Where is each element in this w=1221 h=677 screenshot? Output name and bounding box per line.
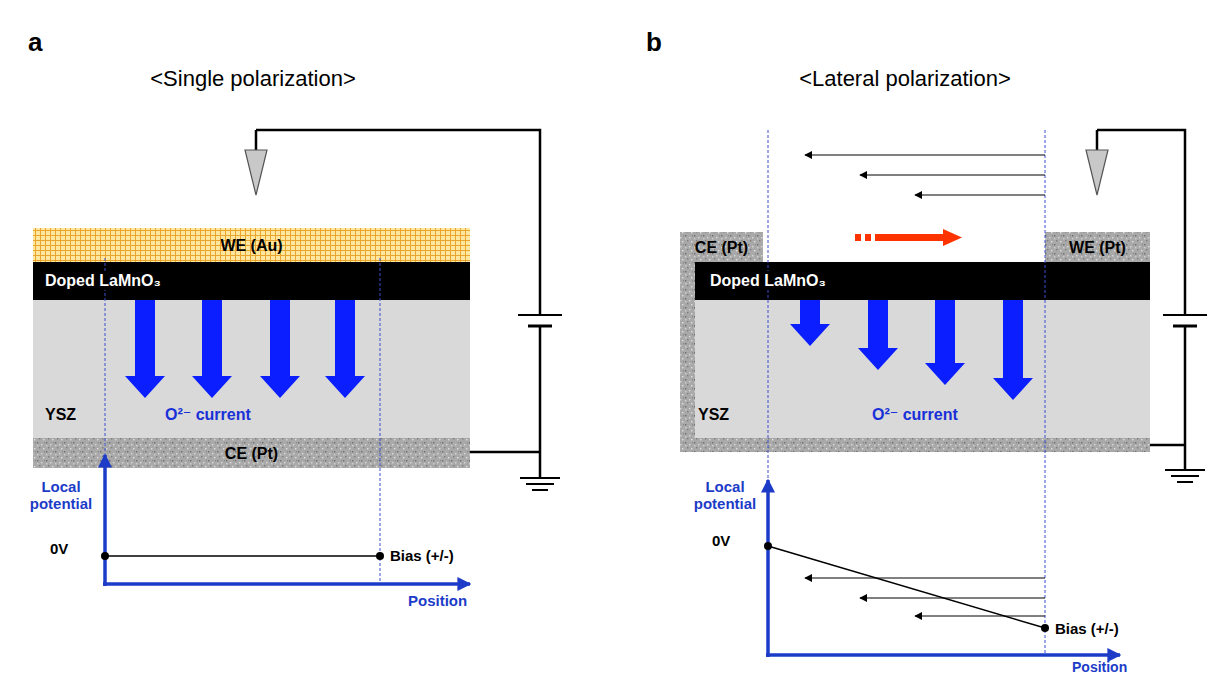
ion-current-arrow xyxy=(125,300,165,398)
axis-label: Local potential xyxy=(22,478,100,513)
spread-arrow-shaft xyxy=(875,234,943,241)
tick-label: Bias (+/-) xyxy=(1055,620,1119,637)
axis-arrow xyxy=(103,455,107,586)
tick-label: 0V xyxy=(50,540,68,557)
film-layer: Doped LaMnO₃ xyxy=(33,262,470,300)
axis-arrow xyxy=(766,480,770,657)
ion-current-arrow xyxy=(858,300,898,370)
pt-electrode xyxy=(33,438,470,468)
wire xyxy=(1097,130,1185,470)
layer-label: WE (Au) xyxy=(218,236,284,255)
guide-dashed-line xyxy=(380,258,381,584)
ion-current-arrow xyxy=(790,300,830,346)
potential-arrow xyxy=(805,155,1045,156)
gold-electrode xyxy=(33,228,470,262)
axis-arrow xyxy=(103,582,470,586)
battery-plate xyxy=(1173,325,1197,328)
layer-label: Doped LaMnO₃ xyxy=(708,271,828,290)
potential-line xyxy=(768,546,1045,628)
layer-label: YSZ xyxy=(696,405,731,424)
axis-label: Position xyxy=(408,592,467,609)
guide-dashed-line xyxy=(1045,130,1046,655)
ground-symbol xyxy=(526,483,554,485)
spread-arrow-dash xyxy=(855,234,861,241)
potential-line xyxy=(105,555,380,557)
ion-current-arrow xyxy=(325,300,365,398)
lamno3-layer xyxy=(33,262,470,300)
layer-label: CE (Pt) xyxy=(693,238,750,257)
data-point xyxy=(101,552,109,560)
electrode-layer: CE (Pt) xyxy=(680,232,763,262)
axis-label: Position xyxy=(1072,659,1127,675)
current-label: O²⁻ current xyxy=(163,405,253,424)
panel-title: <Single polarization> xyxy=(83,66,423,91)
potential-arrow xyxy=(805,578,1045,579)
electrolyte-layer: YSZ O²⁻ current xyxy=(33,300,470,438)
pt-electrode xyxy=(1045,232,1150,262)
axis-label: Local potential xyxy=(686,478,764,513)
spread-arrow-dash xyxy=(865,234,871,241)
illustration xyxy=(33,130,1207,657)
wire xyxy=(1150,444,1185,447)
wire xyxy=(255,130,258,150)
ion-current-arrow xyxy=(260,300,300,398)
ground-symbol xyxy=(1177,481,1193,483)
film-layer: Doped LaMnO₃ xyxy=(695,262,1150,300)
data-point xyxy=(1041,624,1049,632)
data-point xyxy=(764,542,772,550)
wire xyxy=(1096,130,1099,150)
panel-title: <Lateral polarization> xyxy=(735,66,1075,91)
ysz-layer xyxy=(695,300,1150,438)
wire xyxy=(470,451,540,454)
electrolyte-layer: YSZ O²⁻ current xyxy=(680,300,1150,438)
lamno3-layer xyxy=(695,262,1150,300)
potential-arrow xyxy=(915,195,1045,196)
pt-electrode xyxy=(680,438,1150,452)
potential-arrow xyxy=(915,616,1045,617)
data-point xyxy=(376,552,384,560)
wire xyxy=(256,130,540,478)
ground-symbol xyxy=(1171,475,1199,477)
current-label: O²⁻ current xyxy=(870,405,960,424)
probe-tip xyxy=(245,150,267,195)
electrode-layer: WE (Pt) xyxy=(1045,232,1150,262)
potential-arrow xyxy=(860,175,1045,176)
ground-symbol xyxy=(532,489,548,491)
ground-symbol xyxy=(520,477,560,479)
panel-letter: a xyxy=(28,28,42,58)
ion-current-arrow xyxy=(925,300,965,385)
tick-label: 0V xyxy=(712,532,730,549)
panel-letter: b xyxy=(646,28,662,58)
axis-arrow xyxy=(766,653,1120,657)
pt-electrode xyxy=(680,232,695,452)
electrode-layer: CE (Pt) xyxy=(33,438,470,468)
battery-plate xyxy=(518,314,562,316)
battery-plate xyxy=(1163,314,1207,316)
electrode-layer: WE (Au) xyxy=(33,228,470,262)
layer-label: CE (Pt) xyxy=(223,444,280,463)
potential-arrow xyxy=(860,598,1045,599)
layer-label: WE (Pt) xyxy=(1067,238,1128,257)
layer-label: Doped LaMnO₃ xyxy=(43,271,163,290)
probe-tip xyxy=(1086,150,1108,195)
ysz-layer xyxy=(33,300,470,438)
battery-plate xyxy=(528,325,552,328)
spread-arrow-head xyxy=(943,229,962,246)
ion-current-arrow xyxy=(192,300,232,398)
ground-symbol xyxy=(1165,469,1205,471)
tick-label: Bias (+/-) xyxy=(390,547,454,564)
ion-current-arrow xyxy=(993,300,1033,400)
layer-label: YSZ xyxy=(43,405,78,424)
